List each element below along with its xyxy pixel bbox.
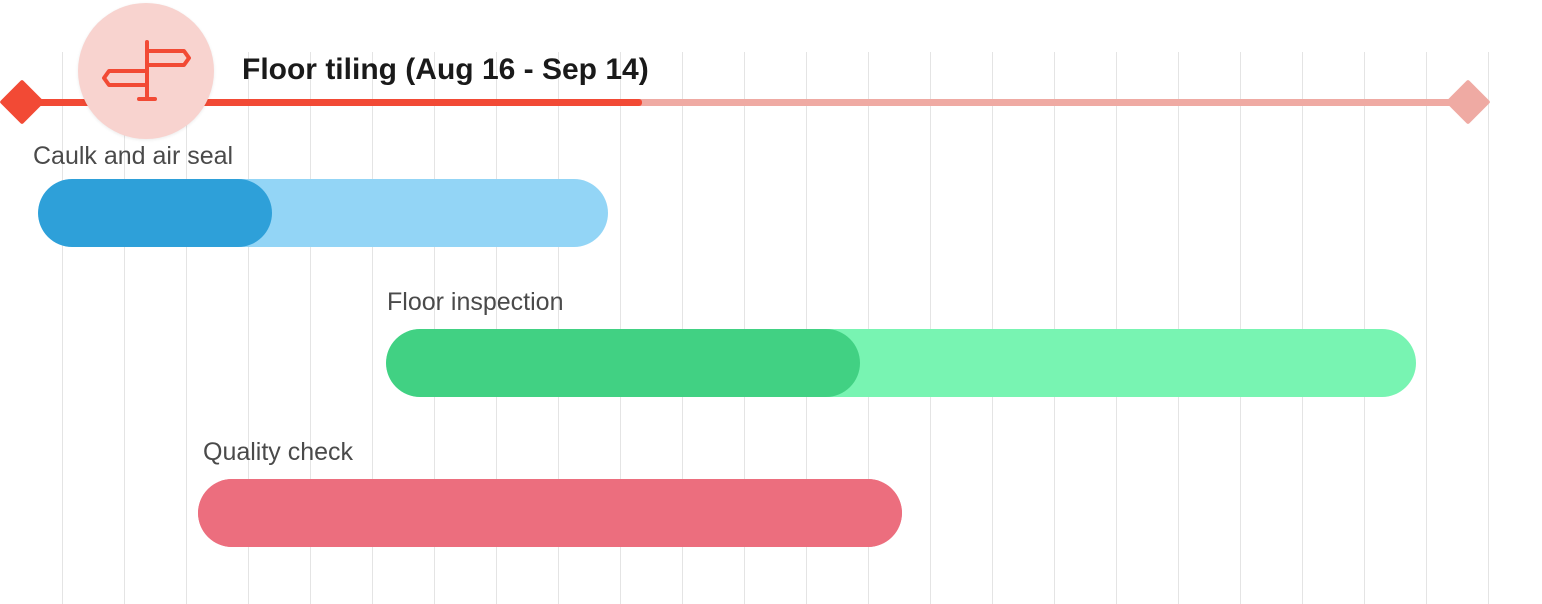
task-progress-fill — [386, 329, 860, 397]
grid-line — [806, 52, 807, 604]
grid-line — [372, 52, 373, 604]
signpost-icon — [102, 40, 191, 101]
task-label: Floor inspection — [387, 288, 564, 316]
grid-line — [434, 52, 435, 604]
grid-line — [310, 52, 311, 604]
grid-line — [992, 52, 993, 604]
grid-line — [1178, 52, 1179, 604]
grid-line — [62, 52, 63, 604]
grid-line — [1116, 52, 1117, 604]
grid-line — [1240, 52, 1241, 604]
task-bar-quality-check[interactable] — [198, 479, 902, 547]
grid-line — [558, 52, 559, 604]
grid-line — [1364, 52, 1365, 604]
grid-line — [1302, 52, 1303, 604]
milestone-track — [20, 99, 1467, 106]
milestone-progress-bar — [20, 99, 643, 106]
milestone-end-diamond[interactable] — [1445, 79, 1491, 125]
grid-line — [1054, 52, 1055, 604]
task-progress-fill — [198, 479, 902, 547]
grid-line — [744, 52, 745, 604]
milestone-badge[interactable] — [78, 3, 214, 139]
grid-line — [496, 52, 497, 604]
milestone-start-diamond[interactable] — [0, 79, 45, 125]
grid-line — [1488, 52, 1489, 604]
grid-line — [186, 52, 187, 604]
timeline-grid — [0, 52, 1542, 604]
grid-line — [868, 52, 869, 604]
milestone-row[interactable]: Floor tiling (Aug 16 - Sep 14) — [0, 0, 1542, 140]
grid-line — [682, 52, 683, 604]
grid-line — [930, 52, 931, 604]
task-progress-fill — [38, 179, 272, 247]
grid-line — [248, 52, 249, 604]
task-label: Quality check — [203, 438, 354, 466]
task-bar-caulk-and-air-seal[interactable] — [38, 179, 608, 247]
grid-line — [1426, 52, 1427, 604]
task-label: Caulk and air seal — [33, 142, 234, 170]
task-bar-floor-inspection[interactable] — [386, 329, 1416, 397]
grid-line — [620, 52, 621, 604]
milestone-title: Floor tiling (Aug 16 - Sep 14) — [242, 53, 649, 86]
grid-line — [124, 52, 125, 604]
